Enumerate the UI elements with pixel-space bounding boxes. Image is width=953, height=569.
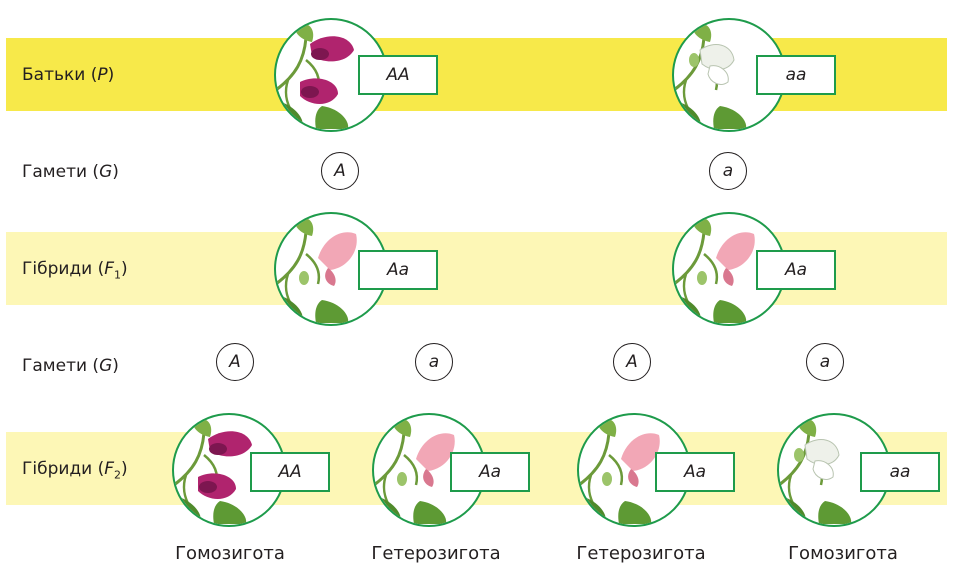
row-symbol: F — [104, 459, 115, 479]
pea-flower-illustration — [579, 418, 660, 524]
leaf-shape — [692, 217, 712, 236]
row-label-text: Гамети — [22, 162, 88, 182]
genotype-f2-3: Aa — [655, 452, 735, 492]
pea-flower-illustration — [674, 23, 747, 129]
leaf-shape — [674, 294, 701, 323]
row-label-f2: Гібриди (F2) — [22, 459, 128, 482]
gamete-circle: a — [806, 343, 844, 381]
leaf-shape — [392, 418, 412, 437]
genotype-f1-2: Aa — [756, 250, 836, 290]
genotype-f2-2: Aa — [450, 452, 530, 492]
leaf-shape — [174, 495, 201, 524]
row-label-text: Гібриди — [22, 459, 93, 479]
leaf-shape — [779, 495, 806, 524]
row-label-text: Гібриди — [22, 259, 93, 279]
pea-flower-illustration — [374, 418, 455, 524]
row-symbol: P — [97, 65, 108, 85]
genotype-f2-1: AA — [250, 452, 330, 492]
genotype-parent-1: AA — [358, 55, 438, 95]
pea-flower-illustration — [276, 23, 354, 129]
leaf-shape — [374, 495, 401, 524]
leaf-shape — [692, 23, 712, 42]
leaf-shape — [294, 217, 314, 236]
row-label-parents: Батьки (P) — [22, 65, 115, 85]
leaf-shape — [276, 294, 303, 323]
pea-flower-illustration — [779, 418, 852, 524]
genotype-parent-2: aa — [756, 55, 836, 95]
row-label-f1: Гібриди (F1) — [22, 259, 128, 282]
plant-f2-3 — [577, 413, 691, 527]
leaf-shape — [192, 418, 212, 437]
caption-f2-3: Гетерозигота — [576, 543, 706, 564]
gamete-circle: a — [709, 152, 747, 190]
row-label-text: Батьки — [22, 65, 86, 85]
caption-f2-2: Гетерозигота — [371, 543, 501, 564]
leaf-shape — [294, 23, 314, 42]
row-symbol: G — [99, 162, 113, 182]
pea-flower-illustration — [174, 418, 252, 524]
genotype-f1-1: Aa — [358, 250, 438, 290]
row-symbol: F — [104, 259, 115, 279]
gamete-circle: A — [613, 343, 651, 381]
leaf-shape — [674, 100, 701, 129]
leaf-shape — [579, 495, 606, 524]
row-symbol: G — [99, 356, 113, 376]
leaf-shape — [797, 418, 817, 437]
gamete-circle: A — [321, 152, 359, 190]
leaf-shape — [597, 418, 617, 437]
leaf-shape — [276, 100, 303, 129]
caption-f2-1: Гомозигота — [175, 543, 285, 564]
pea-flower-illustration — [276, 217, 357, 323]
row-subscript: 2 — [114, 468, 122, 482]
row-label-gametes-1: Гамети (G) — [22, 162, 119, 182]
genotype-f2-4: aa — [860, 452, 940, 492]
gamete-circle: A — [216, 343, 254, 381]
pea-flower-illustration — [674, 217, 755, 323]
row-label-gametes-2: Гамети (G) — [22, 356, 119, 376]
caption-f2-4: Гомозигота — [788, 543, 898, 564]
row-label-text: Гамети — [22, 356, 88, 376]
gamete-circle: a — [415, 343, 453, 381]
row-subscript: 1 — [114, 268, 122, 282]
